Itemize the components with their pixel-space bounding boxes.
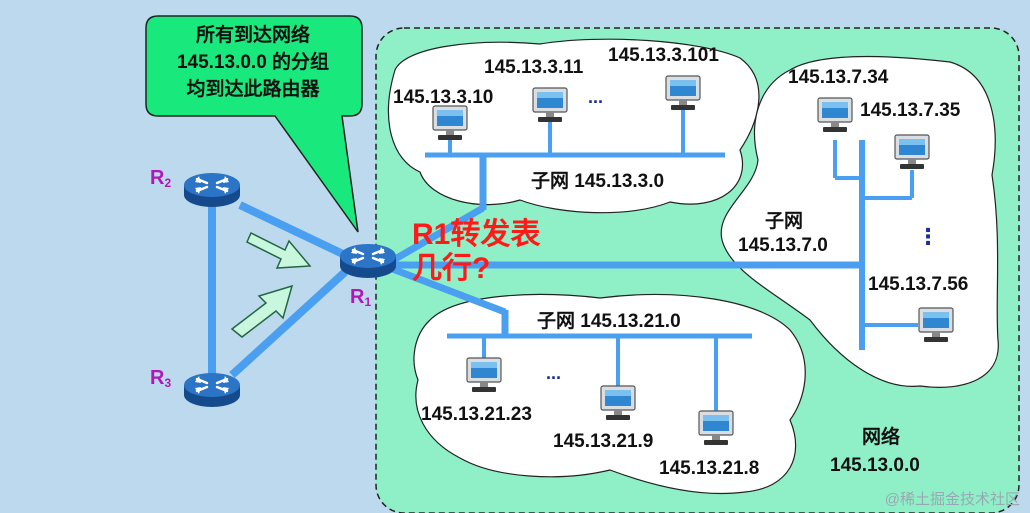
router-r1-icon[interactable] xyxy=(338,242,398,280)
host-ip-label: 145.13.21.23 xyxy=(421,404,532,425)
link-r2-r1 xyxy=(238,201,347,259)
callout-bubble xyxy=(145,15,363,233)
subnet-21-label: 子网 145.13.21.0 xyxy=(537,311,681,332)
arrow-from-r2 xyxy=(246,231,312,269)
network-label-line1: 网络 xyxy=(862,427,901,448)
callout-line-1: 所有到达网络 xyxy=(195,25,310,46)
more-hosts-ellipsis: ... xyxy=(588,87,604,107)
link-r1-subnet3 xyxy=(388,204,485,266)
host-ip-label: 145.13.7.35 xyxy=(860,100,961,121)
callout-text: 所有到达网络 145.13.0.0 的分组 均到达此路由器 xyxy=(147,20,359,118)
router-r2-icon[interactable] xyxy=(182,171,242,209)
host-ip-label: 145.13.21.8 xyxy=(659,458,760,479)
callout-line-3: 均到达此路由器 xyxy=(186,79,320,100)
router-r3-icon[interactable] xyxy=(182,371,242,409)
subnet-7-label-line2: 145.13.7.0 xyxy=(738,235,828,256)
router-r2-label: R2 xyxy=(150,167,172,190)
watermark: @稀土掘金技术社区 xyxy=(884,491,1020,508)
host-ip-label: 145.13.3.10 xyxy=(393,87,494,108)
subnet-3-label: 子网 145.13.3.0 xyxy=(531,171,665,192)
network-label-line2: 145.13.0.0 xyxy=(830,455,920,476)
callout-line-2: 145.13.0.0 的分组 xyxy=(176,52,330,73)
subnet-7-label-line1: 子网 xyxy=(765,211,804,232)
question-line-2: 几行? xyxy=(412,252,491,285)
more-hosts-ellipsis: ⋮ xyxy=(917,224,939,249)
host-ip-label: 145.13.7.34 xyxy=(788,67,889,88)
arrow-from-r3 xyxy=(230,284,294,338)
router-r1-label: R1 xyxy=(350,286,372,309)
router-r3-label: R3 xyxy=(150,367,172,390)
forwarding-table-question: R1转发表 几行? xyxy=(412,218,577,286)
link-r3-r1 xyxy=(229,269,348,378)
host-ip-label: 145.13.21.9 xyxy=(553,431,654,452)
more-hosts-ellipsis: ... xyxy=(546,363,562,383)
link-r1-subnet21 xyxy=(388,264,507,316)
host-ip-label: 145.13.7.56 xyxy=(868,274,969,295)
question-line-1: R1转发表 xyxy=(412,218,541,251)
host-ip-label: 145.13.3.11 xyxy=(484,57,584,78)
host-ip-label: 145.13.3.101 xyxy=(608,45,719,66)
